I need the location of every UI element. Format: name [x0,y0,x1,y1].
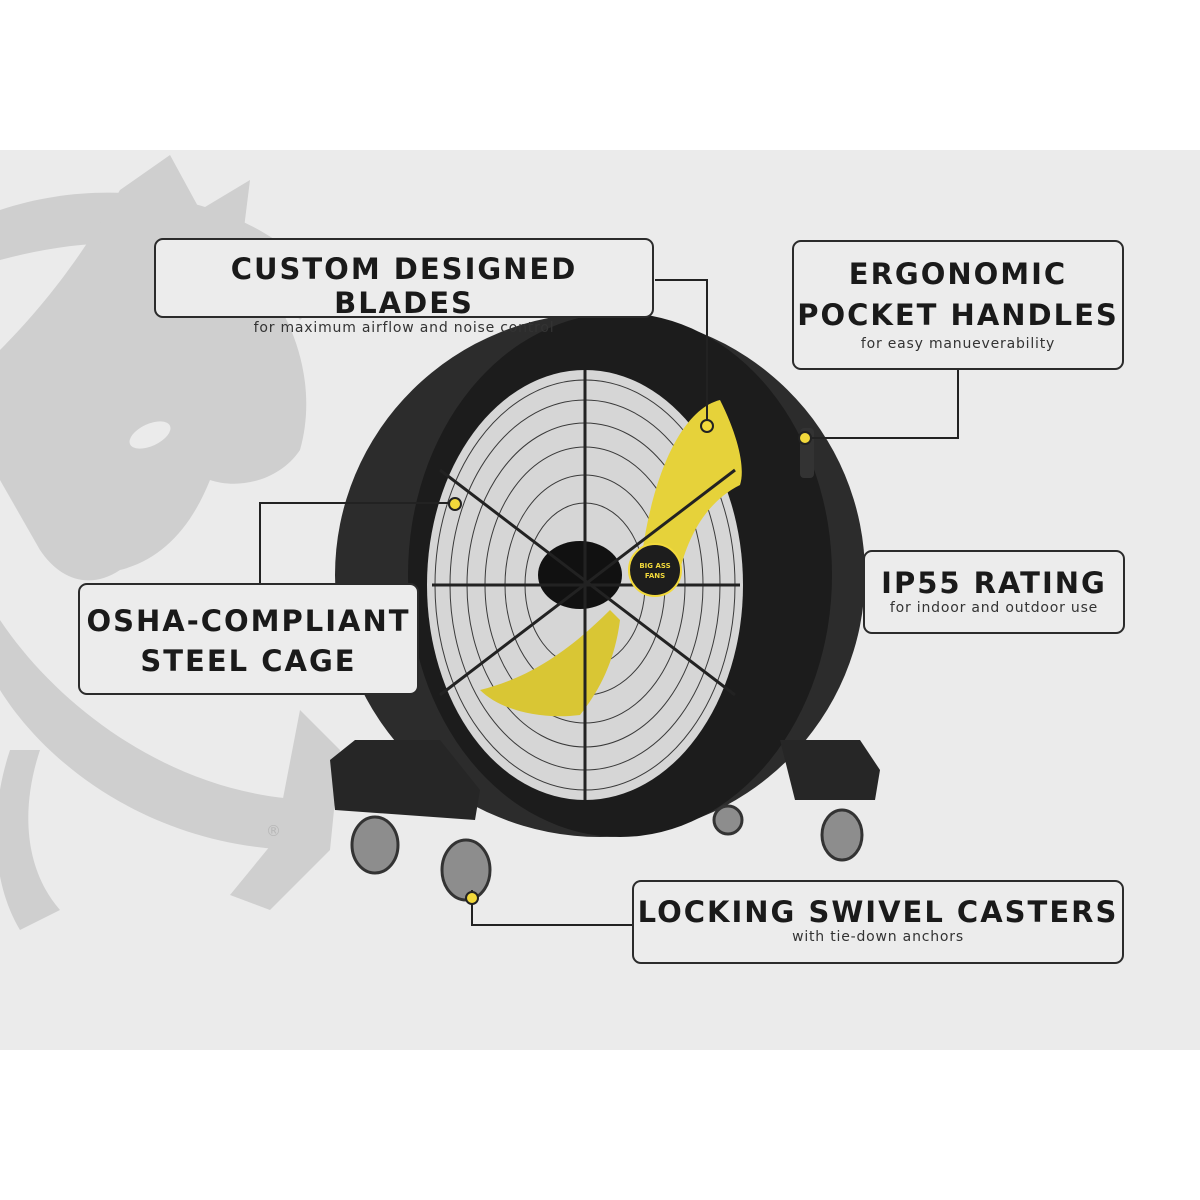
callout-dot [465,891,479,905]
left-foot [330,740,480,820]
callout-title: LOCKING SWIVEL CASTERS [637,895,1119,929]
callout-ip55-rating: IP55 RATING for indoor and outdoor use [863,550,1125,634]
callout-title-line1: ERGONOMIC [848,257,1068,291]
callout-title: IP55 RATING [881,566,1107,600]
callout-custom-blades: CUSTOM DESIGNED BLADES for maximum airfl… [154,238,654,336]
callout-dot [798,431,812,445]
feature-panel: BIG ASS FANS ® [0,150,1200,1050]
callout-subtitle: for indoor and outdoor use [889,600,1099,616]
callout-dots [448,419,812,905]
fan-guard-spokes [432,370,740,800]
caster-wheels [350,804,864,902]
product-illustration: BIG ASS FANS [0,155,959,930]
callout-subtitle: for maximum airflow and noise control [253,320,555,336]
badge-line1: BIG ASS [639,562,670,570]
callout-title-line1: OSHA-COMPLIANT [86,604,411,638]
callout-title-line2: STEEL CAGE [140,644,357,678]
callout-title: CUSTOM DESIGNED BLADES [230,252,578,320]
callout-dot [448,497,462,511]
callout-swivel-casters: LOCKING SWIVEL CASTERS with tie-down anc… [632,880,1124,964]
callout-steel-cage: OSHA-COMPLIANT STEEL CAGE [78,583,419,695]
callout-subtitle: with tie-down anchors [792,929,964,945]
callout-title-line2: POCKET HANDLES [797,298,1119,332]
badge-line2: FANS [645,572,665,580]
callout-subtitle: for easy manueverability [860,336,1056,352]
callout-pocket-handles: ERGONOMIC POCKET HANDLES for easy manuev… [792,240,1124,370]
callout-dot [700,419,714,433]
right-foot [780,740,880,800]
fan-blade [640,400,742,570]
registered-mark: ® [266,822,281,840]
brand-badge [628,543,682,597]
industrial-fan: BIG ASS FANS [330,313,880,902]
